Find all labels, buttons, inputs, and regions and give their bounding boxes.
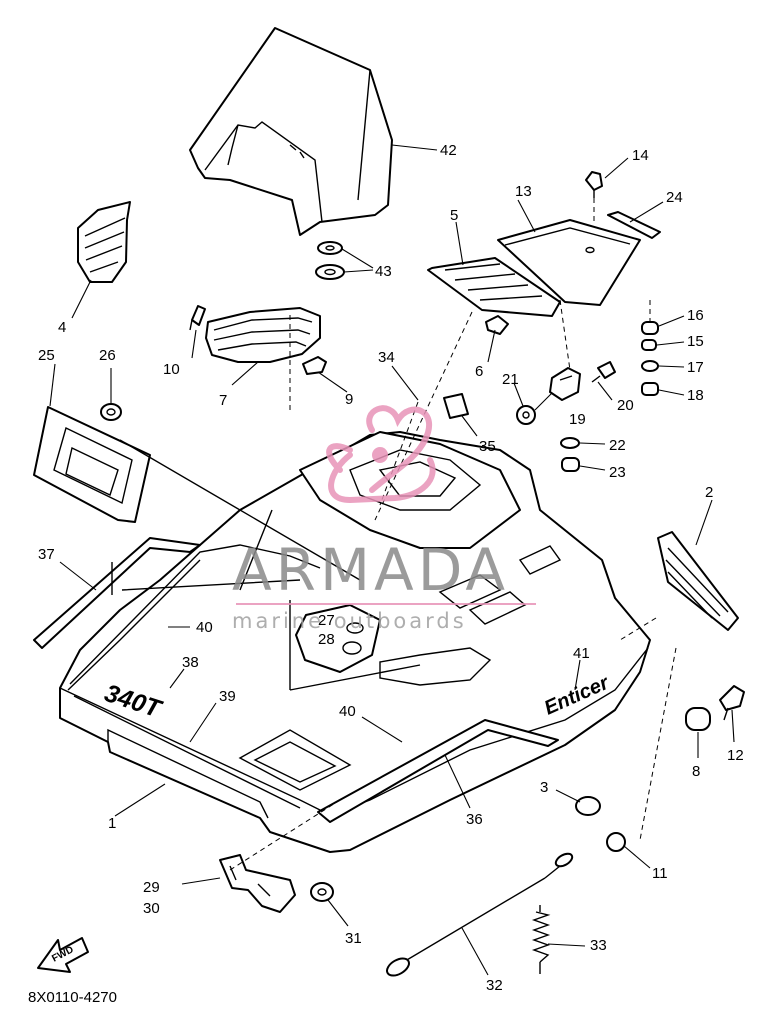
callout-2: 2	[705, 484, 713, 501]
part-16-grommet	[641, 321, 659, 335]
callout-6: 6	[475, 363, 483, 380]
callout-28: 28	[318, 631, 335, 648]
callout-25: 25	[38, 347, 55, 364]
callout-4: 4	[58, 319, 66, 336]
part-14-bolt	[585, 171, 603, 198]
part-42-upper-shroud	[189, 27, 393, 236]
part-5-mat	[427, 257, 561, 317]
part-33-spring	[531, 905, 551, 974]
part-4-side-vent	[77, 201, 131, 283]
callout-1: 1	[108, 815, 116, 832]
callout-19: 19	[569, 411, 586, 428]
callouts: 42 43 4 5 13 14 24 16 15 17 18 6 10 7 9 …	[38, 142, 744, 994]
callout-9: 9	[345, 391, 353, 408]
callout-33: 33	[590, 937, 607, 954]
callout-10: 10	[163, 361, 180, 378]
part-22-washer	[560, 437, 580, 449]
callout-17: 17	[687, 359, 704, 376]
watermark-logo	[326, 405, 436, 504]
callout-34: 34	[378, 349, 395, 366]
callout-14: 14	[632, 147, 649, 164]
callout-21: 21	[502, 371, 519, 388]
callout-7: 7	[219, 392, 227, 409]
callout-37: 37	[38, 546, 55, 563]
diagram-code: 8X0110-4270	[28, 989, 117, 1006]
part-21-nut	[516, 405, 536, 425]
callout-30: 30	[143, 900, 160, 917]
part-18-nut	[641, 382, 659, 396]
callout-39: 39	[219, 688, 236, 705]
callout-40-b: 40	[339, 703, 356, 720]
part-31-collar	[310, 882, 334, 902]
part-8-damper	[685, 707, 711, 731]
callout-29: 29	[143, 879, 160, 896]
part-17-washer	[641, 360, 659, 372]
part-7-grille	[205, 307, 321, 363]
callout-23: 23	[609, 464, 626, 481]
callout-43: 43	[375, 263, 392, 280]
part-37-rail	[33, 537, 201, 649]
part-35-label	[443, 393, 469, 419]
assembly-lines	[111, 198, 677, 871]
part-19-bracket	[549, 367, 581, 401]
part-11-grommet	[606, 832, 626, 852]
part-1-hood	[59, 431, 651, 853]
part-9-nut	[302, 356, 327, 375]
part-15-collar	[641, 339, 657, 351]
callout-13: 13	[515, 183, 532, 200]
part-12-bolt	[719, 685, 745, 721]
callout-26: 26	[99, 347, 116, 364]
callout-27: 27	[318, 612, 335, 629]
callout-18: 18	[687, 387, 704, 404]
part-2-right-grille	[657, 531, 739, 631]
callout-32: 32	[486, 977, 503, 994]
callout-3: 3	[540, 779, 548, 796]
leader-lines	[49, 144, 735, 976]
callout-8: 8	[692, 763, 700, 780]
part-29-30-hinge	[219, 854, 296, 913]
part-32-cable	[386, 852, 574, 977]
callout-20: 20	[617, 397, 634, 414]
part-13-panel	[497, 219, 641, 306]
callout-41: 41	[573, 645, 590, 662]
watermark-sub: marine outboards	[232, 609, 467, 633]
part-43-washers	[315, 241, 345, 280]
callout-40-a: 40	[196, 619, 213, 636]
callout-15: 15	[687, 333, 704, 350]
part-24-strip	[607, 211, 661, 239]
part-25-side-panel	[33, 406, 151, 523]
callout-22: 22	[609, 437, 626, 454]
part-26-grommet	[100, 403, 122, 421]
part-6-clip	[485, 315, 509, 335]
callout-38: 38	[182, 654, 199, 671]
callout-11: 11	[652, 865, 668, 882]
callout-24: 24	[666, 189, 683, 206]
callout-16: 16	[687, 307, 704, 324]
callout-12: 12	[727, 747, 744, 764]
callout-31: 31	[345, 930, 362, 947]
watermark-main: ARMADA	[232, 536, 509, 604]
callout-35: 35	[479, 438, 496, 455]
fwd-arrow: FWD	[37, 937, 89, 973]
callout-36: 36	[466, 811, 483, 828]
part-3-grommet	[575, 796, 601, 816]
part-20-screw	[591, 361, 616, 383]
callout-5: 5	[450, 207, 458, 224]
watermark: ARMADA marine outboards	[232, 405, 536, 633]
part-23-nut	[561, 457, 580, 472]
callout-42: 42	[440, 142, 457, 159]
part-10-clip	[189, 305, 206, 331]
